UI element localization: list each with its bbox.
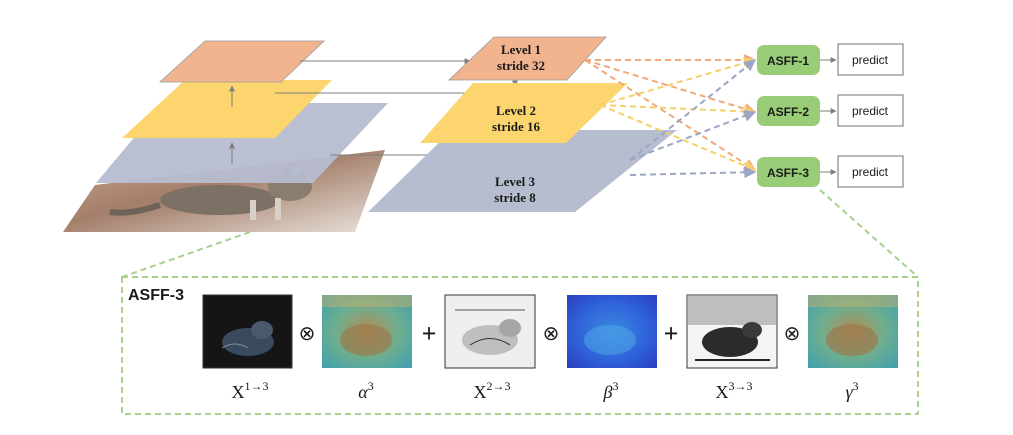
feature-map-x3 xyxy=(686,294,778,369)
multiply-operator-1: ⊗ xyxy=(299,323,316,345)
level3-label: Level 3 xyxy=(495,174,536,189)
svg-text:ASFF-3: ASFF-3 xyxy=(767,166,809,180)
level2-label: Level 2 xyxy=(496,103,536,118)
feature-map-x2 xyxy=(444,294,536,369)
asff3-detail-panel: ASFF-3 xyxy=(121,276,919,415)
level1-layer xyxy=(448,36,607,81)
level3-stride: stride 8 xyxy=(494,190,536,205)
asff-node-1: ASFF-1 predict xyxy=(757,43,904,76)
asff-node-2: ASFF-2 predict xyxy=(757,94,904,127)
term-label-beta: β3 xyxy=(603,379,619,402)
svg-text:predict: predict xyxy=(852,53,889,67)
term-label-x1: X1→3 xyxy=(232,379,269,402)
term-label-alpha: α3 xyxy=(358,379,373,402)
level3-layer xyxy=(368,130,677,212)
term-label-gamma: γ3 xyxy=(845,379,858,402)
zoom-connector xyxy=(121,189,919,278)
multiply-operator-3: ⊗ xyxy=(784,323,801,345)
svg-text:ASFF-1: ASFF-1 xyxy=(767,54,809,68)
level1-stride: stride 32 xyxy=(497,58,545,73)
detail-title: ASFF-3 xyxy=(128,287,184,304)
multiply-operator-2: ⊗ xyxy=(543,323,560,345)
level2-stride: stride 16 xyxy=(492,119,541,134)
backbone-layer-yellow xyxy=(122,80,332,138)
predict-box-1 xyxy=(837,43,904,76)
backbone-layer-orange xyxy=(158,40,325,83)
plus-operator-2: + xyxy=(664,319,679,348)
backbone-stack xyxy=(63,40,388,232)
level2-layer xyxy=(420,83,628,143)
svg-text:predict: predict xyxy=(852,104,889,118)
term-label-x2: X2→3 xyxy=(474,379,511,402)
weight-map-beta xyxy=(567,295,657,368)
asff-node-3: ASFF-3 predict xyxy=(757,155,904,188)
weight-map-gamma xyxy=(808,295,898,368)
weight-map-alpha xyxy=(322,295,412,368)
feature-pyramid xyxy=(368,36,677,212)
level1-label: Level 1 xyxy=(501,42,541,57)
svg-text:predict: predict xyxy=(852,165,889,179)
svg-text:ASFF-2: ASFF-2 xyxy=(767,105,809,119)
predict-box-3 xyxy=(837,155,904,188)
asff-fusion-links xyxy=(584,54,757,179)
term-label-x3: X3→3 xyxy=(716,379,753,402)
predict-box-2 xyxy=(837,94,904,127)
feature-map-x1 xyxy=(202,294,293,369)
plus-operator-1: + xyxy=(422,319,437,348)
asff-nodes: ASFF-1 predict ASFF-2 predict ASFF-3 pre… xyxy=(757,43,904,188)
